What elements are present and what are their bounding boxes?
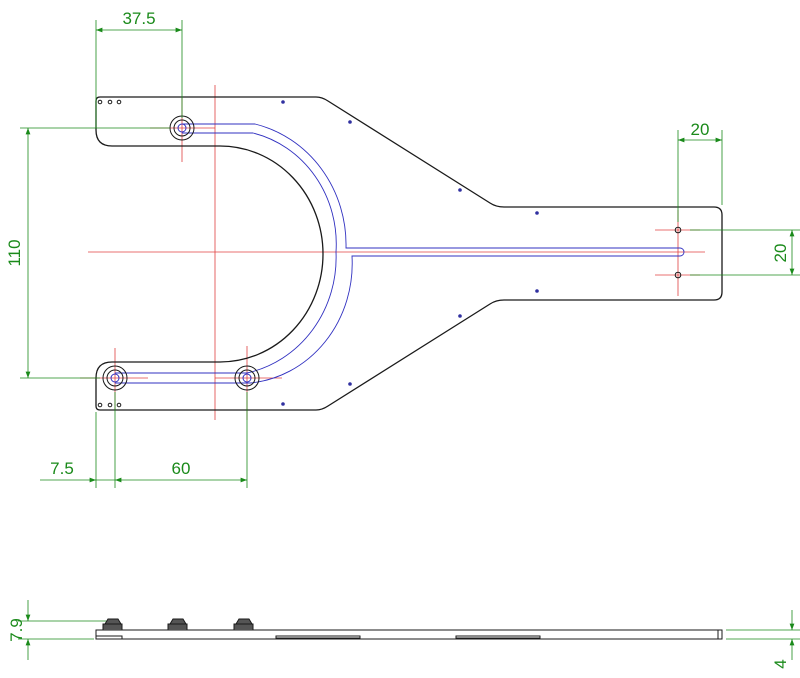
plate-outline (95, 96, 723, 411)
screw-points (281, 100, 539, 406)
centerlines (80, 85, 705, 420)
channel-groove (115, 123, 685, 384)
dim-right-width: 20 (691, 120, 710, 139)
dimension-lines (18, 20, 800, 660)
dim-right-height: 20 (771, 244, 790, 263)
dim-top-width: 37.5 (122, 9, 155, 28)
dim-side-height: 7.9 (7, 618, 26, 642)
dim-left-height: 110 (5, 239, 24, 266)
dim-side-thickness: 4 (771, 659, 790, 668)
stud-profiles (102, 618, 254, 630)
dim-bottom-spacing: 60 (172, 459, 191, 478)
side-view (95, 618, 723, 640)
dim-bottom-offset: 7.5 (50, 459, 74, 478)
